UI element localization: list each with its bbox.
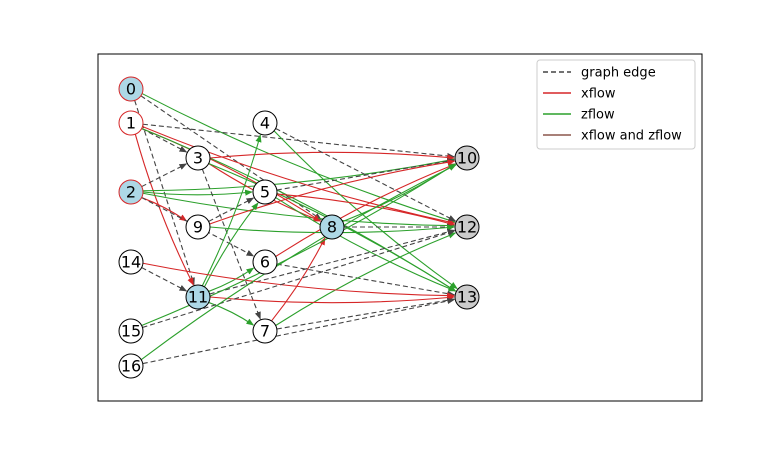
node-13: 13	[454, 284, 480, 310]
legend-label-zflow: zflow	[581, 108, 615, 123]
node-0-circle	[118, 76, 144, 102]
edge-9-to-10	[209, 159, 456, 225]
node-11-label: 11	[188, 288, 208, 307]
edge-0-to-12	[141, 93, 456, 223]
node-12-label: 12	[457, 218, 477, 237]
edge-9-to-5	[208, 197, 255, 222]
legend-box	[536, 59, 696, 150]
edge-16-to-10	[140, 164, 457, 361]
edge-15-to-10	[141, 163, 457, 327]
edge-6-to-13	[276, 263, 455, 297]
node-6-label: 6	[260, 253, 270, 272]
edge-6-to-10	[275, 163, 457, 257]
edge-7-to-8	[271, 237, 326, 322]
node-2-label: 2	[126, 183, 136, 202]
edge-1-to-11	[134, 134, 194, 286]
node-7-circle	[252, 318, 278, 344]
node-8: 8	[319, 214, 345, 240]
legend-label-both: xflow and zflow	[581, 129, 682, 144]
node-16: 16	[118, 353, 144, 379]
edge-7-to-13	[276, 297, 455, 330]
node-15-label: 15	[121, 322, 141, 341]
edge-14-to-13	[142, 262, 455, 299]
node-13-circle	[454, 284, 480, 310]
node-11-circle	[185, 284, 211, 310]
node-7: 7	[252, 318, 278, 344]
node-3: 3	[185, 145, 211, 171]
legend-label-graph: graph edge	[581, 66, 656, 81]
node-6-circle	[252, 249, 278, 275]
node-8-label: 8	[327, 218, 337, 237]
node-16-circle	[118, 353, 144, 379]
node-3-label: 3	[193, 149, 203, 168]
node-8-circle	[319, 214, 345, 240]
node-14-circle	[118, 249, 144, 275]
legend-label-xflow: xflow	[581, 87, 616, 102]
node-9-circle	[185, 214, 211, 240]
edge-14-to-11	[141, 267, 188, 292]
edge-2-to-5	[142, 189, 253, 196]
node-1-label: 1	[126, 114, 136, 133]
edge-3-to-7	[201, 168, 261, 320]
node-4-circle	[252, 110, 278, 136]
legend: graph edge xflow zflow xflow and zflow	[536, 59, 696, 150]
edges-layer	[134, 93, 458, 365]
node-5-label: 5	[260, 183, 270, 202]
edge-16-to-13	[142, 297, 456, 365]
edge-0-to-8	[140, 95, 322, 221]
node-9-label: 9	[193, 218, 203, 237]
edge-11-to-13	[209, 294, 455, 304]
node-11: 11	[185, 284, 211, 310]
node-5-circle	[252, 179, 278, 205]
node-10-label: 10	[457, 149, 477, 168]
node-16-label: 16	[121, 357, 141, 376]
node-9: 9	[185, 214, 211, 240]
node-1: 1	[118, 110, 144, 136]
node-2: 2	[118, 179, 144, 205]
node-5: 5	[252, 179, 278, 205]
edge-2-to-6	[141, 197, 255, 257]
node-7-label: 7	[260, 322, 270, 341]
node-0: 0	[118, 76, 144, 102]
node-14: 14	[118, 249, 144, 275]
node-0-label: 0	[126, 80, 136, 99]
node-6: 6	[252, 249, 278, 275]
edge-2-to-3	[141, 163, 188, 188]
edge-2-to-12	[142, 192, 455, 229]
edge-4-to-12	[275, 128, 457, 222]
node-14-label: 14	[121, 253, 141, 272]
edge-5-to-10	[276, 158, 455, 191]
node-15: 15	[118, 318, 144, 344]
node-2-circle	[118, 179, 144, 205]
node-3-circle	[185, 145, 211, 171]
edge-5-to-13	[275, 197, 457, 292]
edge-11-to-7	[208, 301, 255, 326]
edge-3-to-10	[209, 151, 455, 161]
node-13-label: 13	[457, 288, 477, 307]
edge-15-to-12	[142, 229, 456, 328]
node-15-circle	[118, 318, 144, 344]
node-4: 4	[252, 110, 278, 136]
node-10-circle	[454, 145, 480, 171]
node-4-label: 4	[260, 114, 270, 133]
edge-11-to-6	[208, 267, 255, 292]
node-12-circle	[454, 214, 480, 240]
edge-11-to-4	[201, 134, 262, 287]
edge-7-to-12	[275, 232, 457, 326]
node-1-circle	[118, 110, 144, 136]
edge-0-to-11	[134, 100, 195, 286]
edge-11-to-5	[203, 202, 259, 288]
node-10: 10	[454, 145, 480, 171]
node-12: 12	[454, 214, 480, 240]
